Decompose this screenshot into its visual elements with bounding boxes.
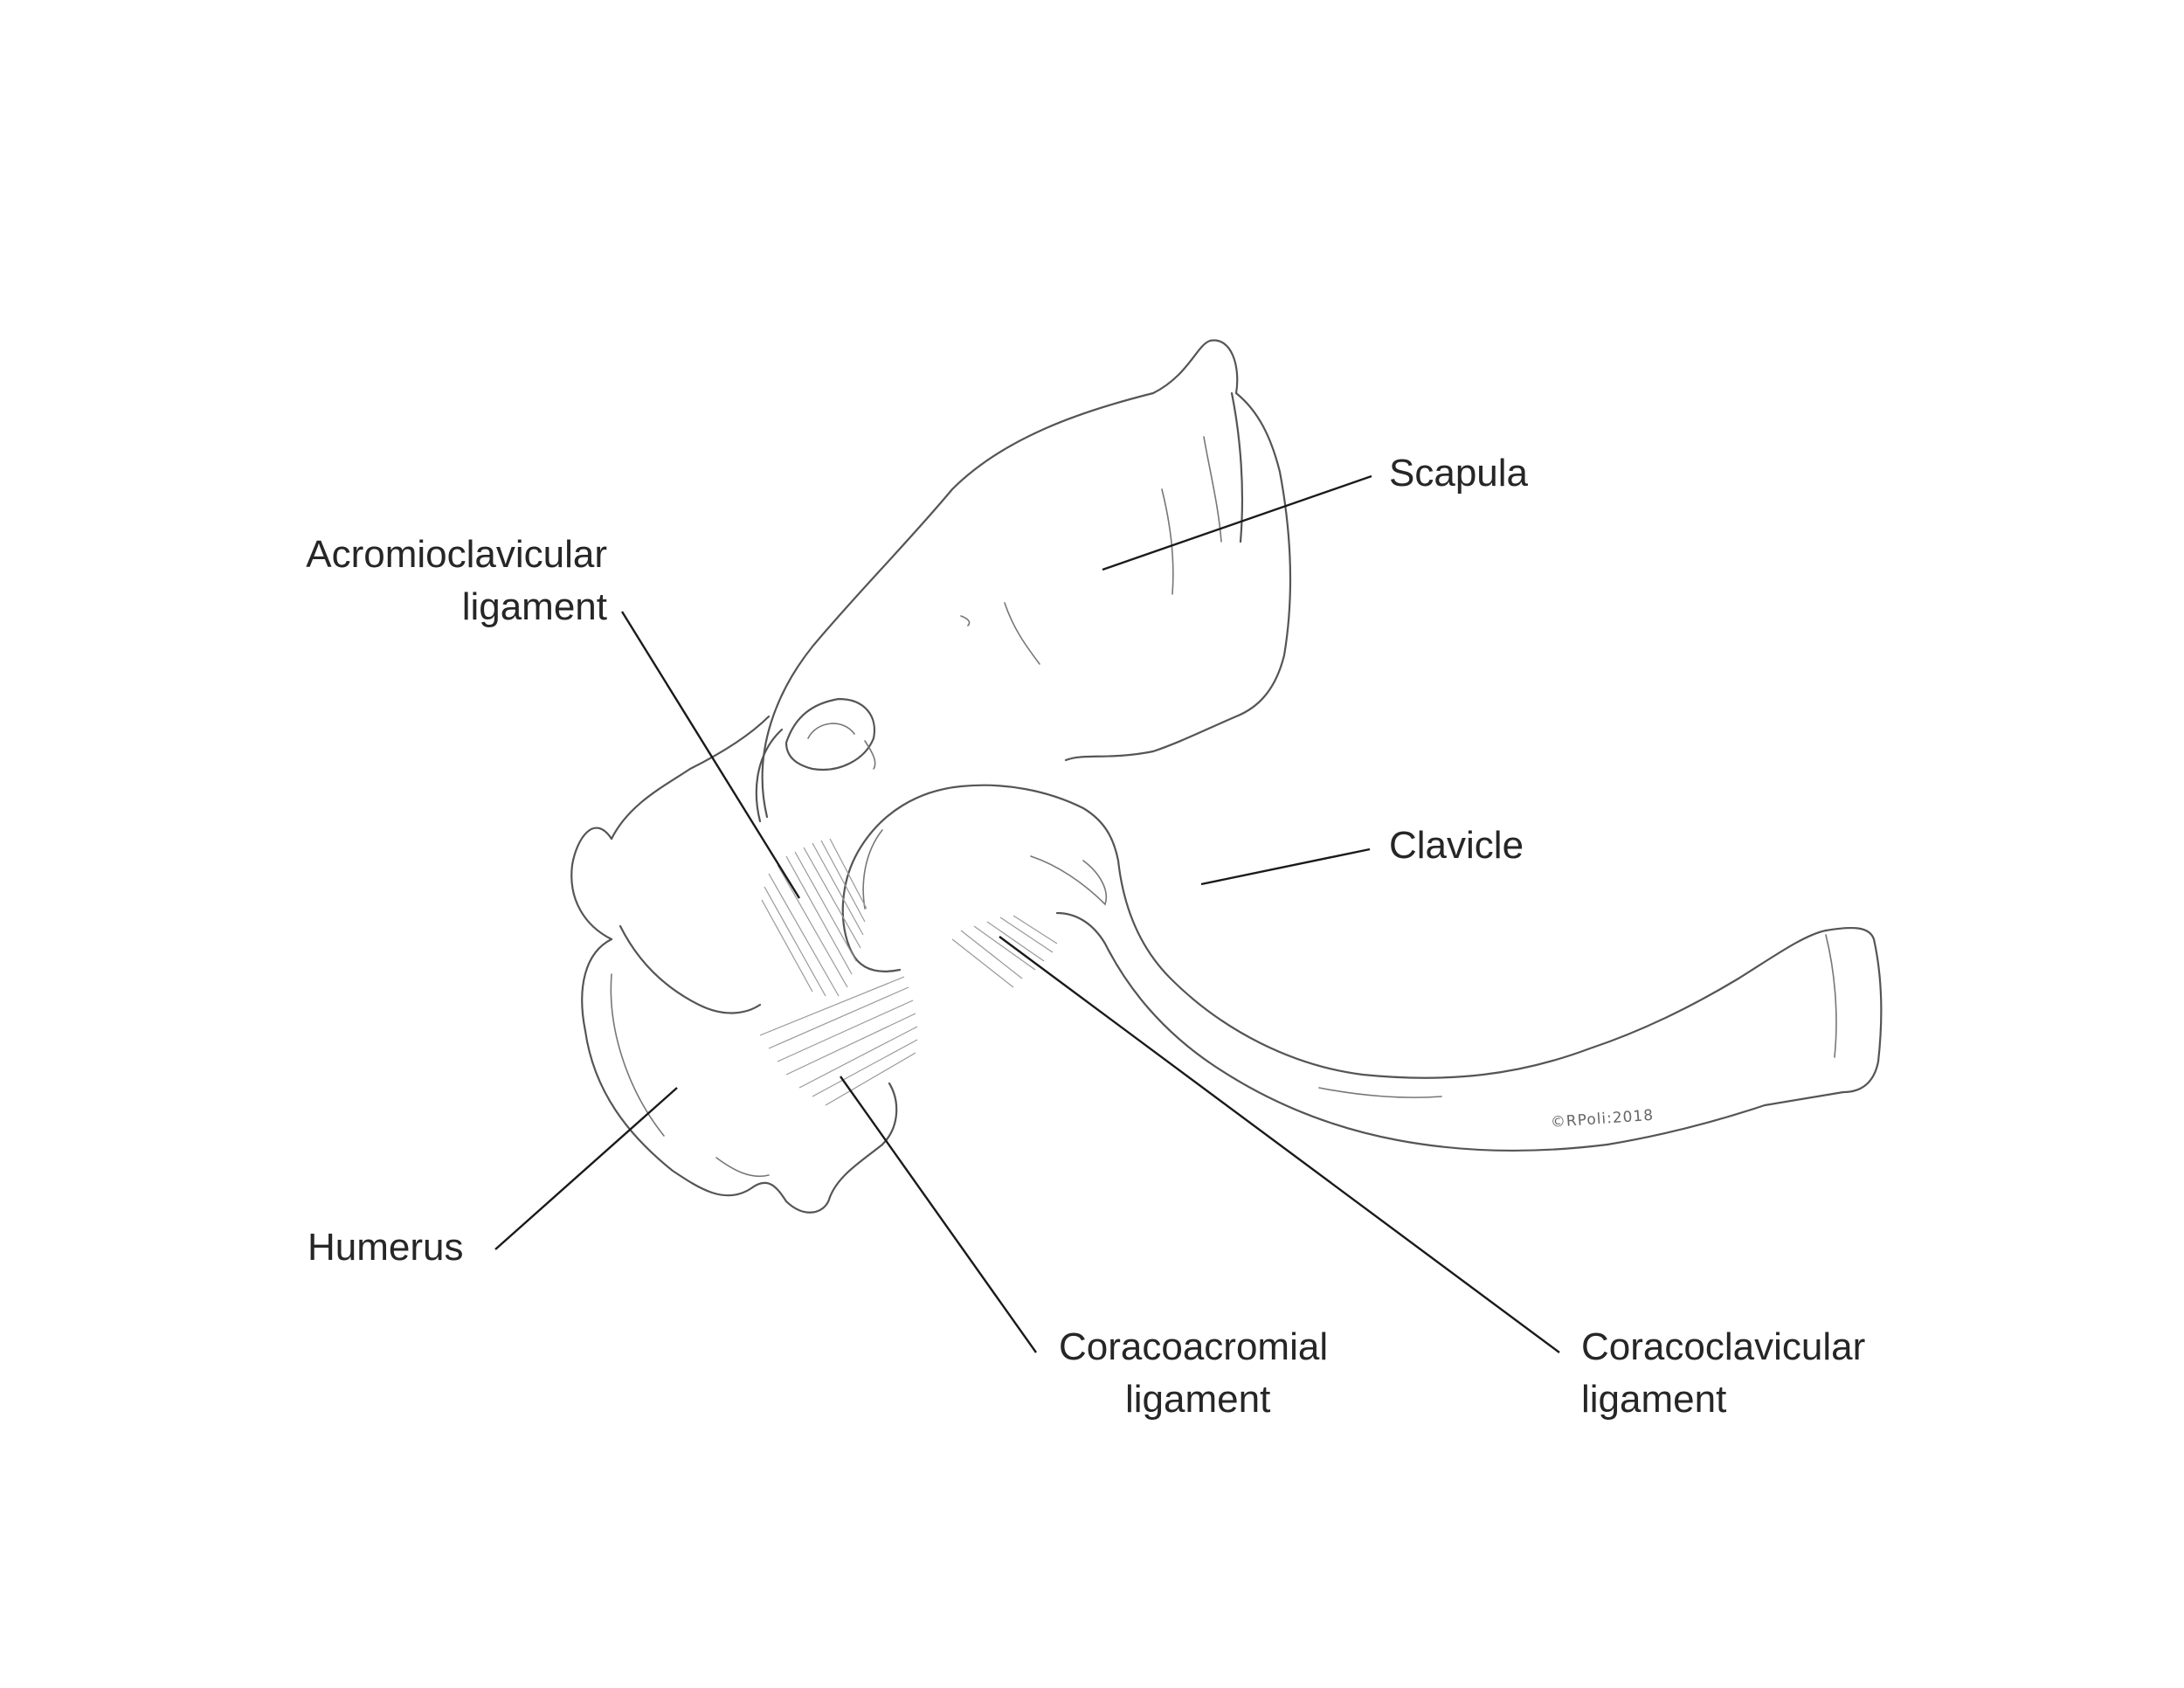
clavicle-leader (1200, 847, 1371, 886)
coracoacromial-leader (840, 1076, 1037, 1353)
label-coracoclavicular-line2: ligament (1581, 1378, 1727, 1421)
acromioclavicular-leader (620, 611, 801, 899)
label-coracoacromial-line2: ligament (1125, 1378, 1271, 1421)
label-coracoacromial-line1: Coracoacromial (1059, 1325, 1329, 1368)
humerus-drawing (570, 715, 898, 1214)
label-scapula: Scapula (1389, 452, 1529, 495)
coracoclavicular-ligament-shading (951, 915, 1058, 988)
label-acromioclavicular-line2: ligament (461, 585, 607, 628)
acromioclavicular-ligament-shading (761, 838, 867, 997)
coracoid-drawing (755, 697, 876, 823)
label-coracoclavicular-line1: Coracoclavicular (1581, 1325, 1866, 1368)
coracoacromial-ligament-shading (759, 976, 918, 1106)
label-humerus: Humerus (308, 1226, 464, 1269)
scapula-drawing (761, 339, 1292, 819)
scapula-leader (1102, 474, 1372, 571)
clavicle-drawing (841, 784, 1883, 1152)
label-clavicle: Clavicle (1389, 824, 1524, 867)
label-acromioclavicular-line1: Acromioclavicular (306, 533, 607, 576)
coracoclavicular-leader (999, 936, 1560, 1353)
humerus-leader (494, 1087, 678, 1250)
